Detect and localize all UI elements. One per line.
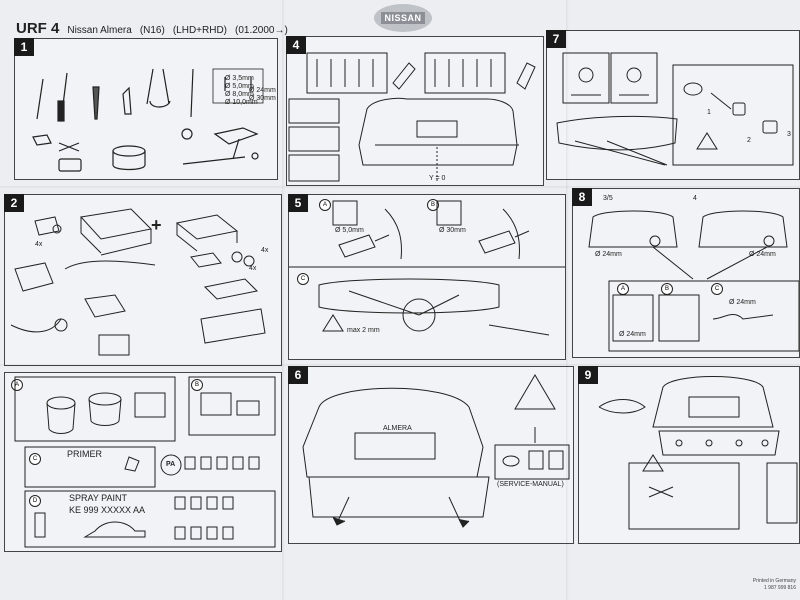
step-number: 8 — [572, 188, 592, 206]
step-7-panel: 7 1 2 3 — [546, 30, 800, 180]
sensor-install-illustration — [556, 52, 794, 166]
option-c-marker: C — [297, 273, 309, 285]
drill-size-1: Ø 3,5mm — [225, 75, 254, 82]
diameter-a: Ø 24mm — [619, 331, 646, 338]
drill-size-a: Ø 5,0mm — [335, 227, 364, 234]
nissan-logo: NISSAN — [374, 4, 432, 32]
step-8-panel: 8 3/5 4 Ø 24mm Ø 24mm A B C Ø 24mm Ø 24m… — [572, 188, 800, 358]
step-1-panel: 1 Ø 3,5mm Ø 5,0mm Ø 8,0mm Ø 10,0mm — [14, 38, 278, 180]
option-c-marker: C — [29, 453, 41, 465]
document-header: URF 4 Nissan Almera (N16) (LHD+RHD) (01.… — [16, 20, 288, 42]
drill-size-2: Ø 5,0mm — [225, 83, 254, 90]
step-number: 9 — [578, 366, 598, 384]
paint-code-label: KE 999 XXXXX AA — [69, 505, 146, 515]
step-5-panel: 5 A B C Ø 5,0mm Ø 30mm max 2 mm — [288, 194, 566, 360]
drill-size-6: Ø 30mm — [249, 95, 276, 102]
pa-label: PA — [166, 461, 176, 468]
model-date: (01.2000→) — [235, 25, 288, 36]
sub-step-2: 2 — [747, 137, 751, 144]
fold-crease — [0, 186, 800, 189]
step-number: 1 — [14, 38, 34, 56]
step-number: 2 — [4, 194, 24, 212]
wiring-illustration — [598, 376, 798, 530]
step-number: 7 — [546, 30, 566, 48]
step-9-panel: 9 — [578, 366, 800, 544]
drill-size-5: Ø 24mm — [249, 87, 276, 94]
drilling-illustration — [289, 200, 565, 336]
diameter-left: Ø 24mm — [595, 251, 622, 258]
max-depth-label: max 2 mm — [347, 327, 380, 334]
option-d-marker: D — [29, 495, 41, 507]
step-4-panel: 4 Y = 0 — [286, 36, 544, 186]
service-manual-label: (SERVICE-MANUAL) — [497, 481, 564, 488]
variant-label-b: 4 — [693, 195, 697, 202]
sub-step-3: 3 — [787, 131, 791, 138]
drill-size-4: Ø 10,0mm — [225, 99, 258, 106]
sub-step-1: 1 — [707, 109, 711, 116]
print-info: Printed in Germany 1 987 999 816 — [752, 578, 796, 591]
bumper-removal-illustration — [302, 374, 570, 528]
option-b-marker: B — [427, 199, 439, 211]
sensor-position-illustration — [588, 210, 799, 352]
fold-crease — [0, 364, 800, 367]
step-6-panel: 6 ALMERA (SERVICE-MANUAL) — [288, 366, 574, 544]
fold-crease — [282, 0, 285, 600]
tools-illustration — [32, 68, 264, 172]
step-number: 5 — [288, 194, 308, 212]
model-name: Nissan Almera — [67, 25, 132, 36]
option-a-marker: A — [319, 199, 331, 211]
option-a-marker: A — [617, 283, 629, 295]
sensor-quantity: 4x — [35, 241, 43, 248]
document-code: URF 4 — [16, 20, 60, 37]
diameter-right: Ø 24mm — [749, 251, 776, 258]
ring-quantity: 4x — [261, 247, 269, 254]
variant-label-a: 3/5 — [603, 195, 613, 202]
step-2-panel: 2 + 4x 4x 4x — [4, 194, 282, 366]
option-c-marker: C — [711, 283, 723, 295]
painting-illustration — [14, 376, 276, 548]
step-number: 6 — [288, 366, 308, 384]
cap-quantity: 4x — [249, 265, 257, 272]
car-badge: ALMERA — [383, 425, 412, 432]
drive-side: (LHD+RHD) — [172, 25, 227, 36]
spray-paint-label: SPRAY PAINT — [69, 493, 128, 503]
option-b-marker: B — [661, 283, 673, 295]
option-a-marker: A — [11, 379, 23, 391]
model-code: (N16) — [139, 25, 165, 36]
plus-sign: + — [151, 215, 162, 235]
step-3-panel: A B C D PRIMER PA SPRAY PA — [4, 372, 282, 552]
bumper-masking-illustration — [288, 52, 536, 182]
centerline-label: Y = 0 — [429, 175, 446, 182]
primer-label: PRIMER — [67, 449, 103, 459]
step-number: 4 — [286, 36, 306, 54]
diameter-c: Ø 24mm — [729, 299, 756, 306]
option-b-marker: B — [191, 379, 203, 391]
drill-size-3: Ø 8,0mm — [225, 91, 254, 98]
kit-contents-illustration — [10, 208, 266, 356]
drill-size-b: Ø 30mm — [439, 227, 466, 234]
fold-crease — [566, 0, 569, 600]
